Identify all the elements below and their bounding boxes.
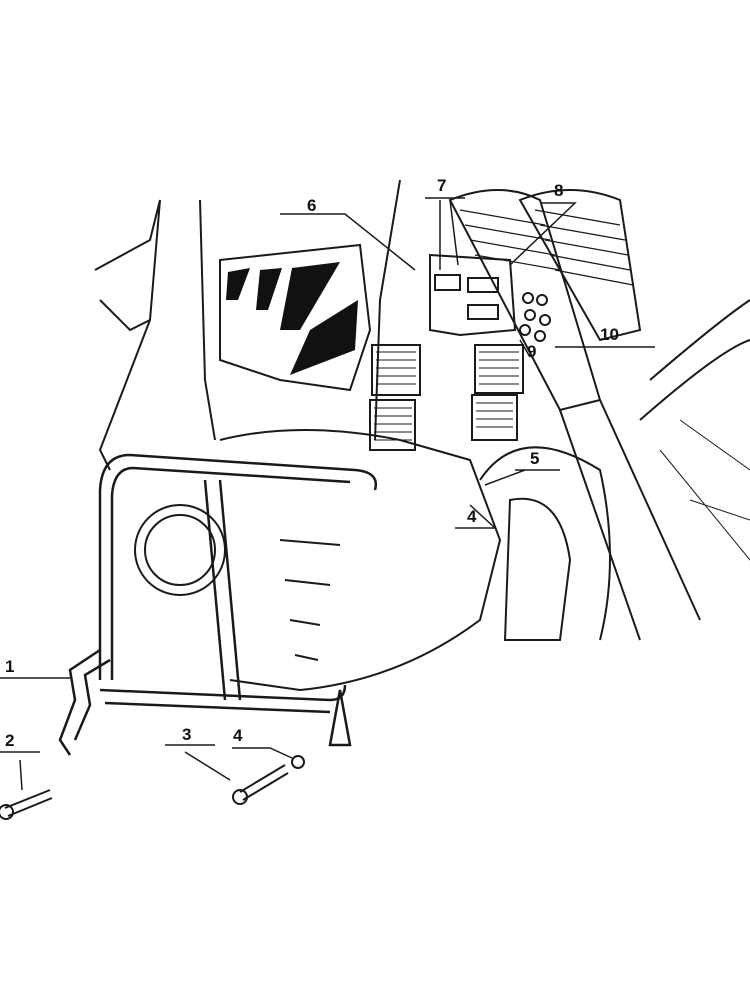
- headlight: [134, 504, 226, 596]
- fairing-outline: [94, 179, 502, 692]
- mounting-bracket: [429, 253, 551, 342]
- leader-lines: [0, 197, 655, 791]
- radiator-right: [471, 344, 524, 441]
- callout-2: 2: [5, 731, 15, 750]
- callout-6: 6: [307, 196, 317, 215]
- callout-1: 1: [5, 657, 15, 676]
- callout-7: 7: [437, 176, 447, 195]
- front-wheel: [479, 299, 750, 641]
- crash-bar: [58, 453, 378, 756]
- callout-4-upper: 4: [467, 507, 477, 526]
- radiator-left: [369, 344, 421, 451]
- callout-8: 8: [554, 181, 564, 200]
- callout-5: 5: [530, 449, 540, 468]
- fork-boots: [448, 189, 701, 641]
- callout-9: 9: [527, 342, 537, 361]
- callout-4-lower: 4: [233, 726, 243, 745]
- callout-10: 10: [600, 325, 619, 344]
- callout-3: 3: [182, 725, 192, 744]
- fairing-graphic: [226, 262, 358, 375]
- bolt-right: [232, 755, 305, 805]
- bolt-left: [0, 789, 53, 820]
